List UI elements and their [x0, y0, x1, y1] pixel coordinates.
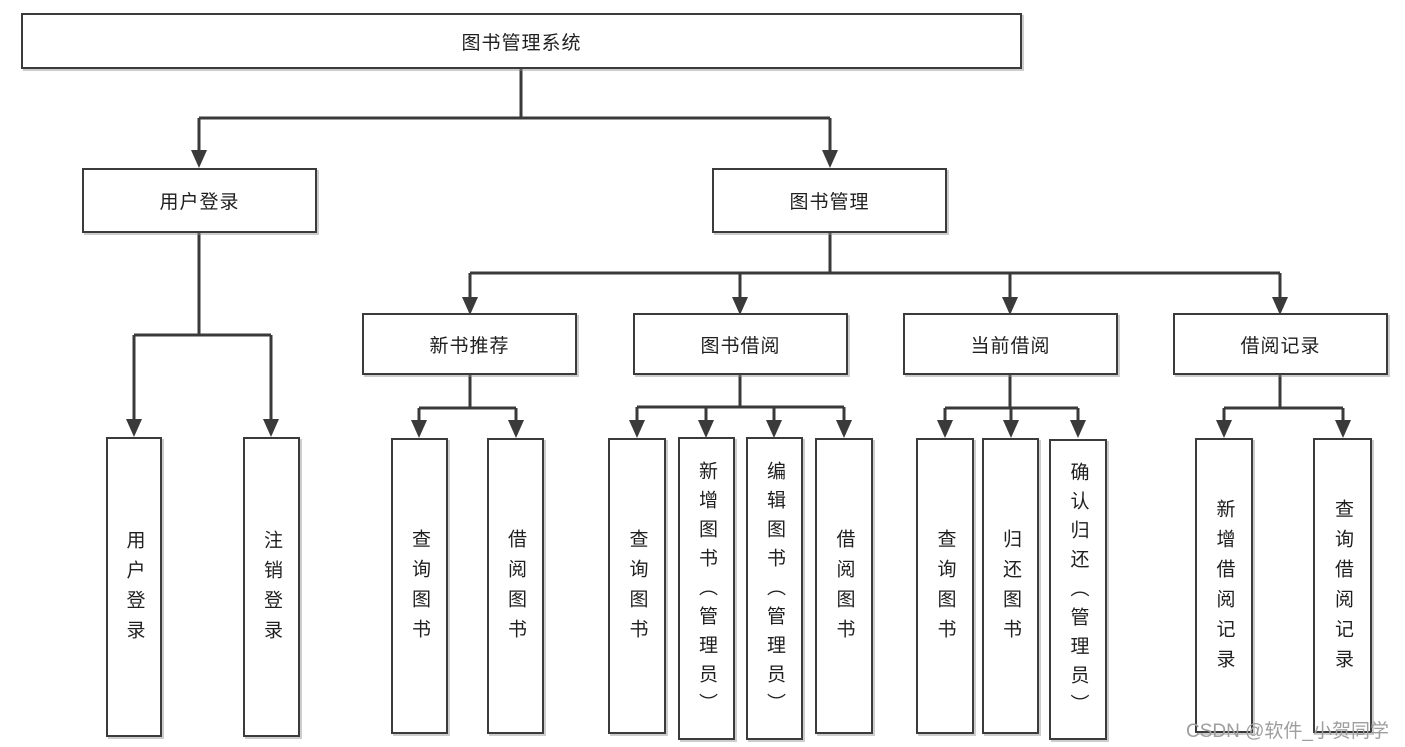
- node-leaf-user-login: 用户登录: [106, 437, 162, 737]
- connector-new-book-children: [417, 375, 518, 420]
- node-borrowing-records: 借阅记录: [1173, 313, 1388, 375]
- connector-book-management-children: [468, 233, 1282, 297]
- connector-root-to-level1: [197, 69, 832, 151]
- node-leaf-query-books-1: 查询图书: [391, 438, 448, 734]
- connector-current-borrow-children: [943, 375, 1080, 420]
- node-leaf-edit-book-admin: 编辑图书（管理员）: [746, 437, 803, 740]
- connector-user-login-children: [132, 233, 273, 419]
- node-new-book-recommendation: 新书推荐: [362, 313, 577, 375]
- node-root-library-management-system: 图书管理系统: [21, 13, 1022, 69]
- node-leaf-add-borrow-record: 新增借阅记录: [1195, 438, 1253, 733]
- node-leaf-logout: 注销登录: [243, 437, 300, 737]
- node-leaf-borrow-books-2: 借阅图书: [815, 438, 873, 734]
- node-leaf-query-books-2: 查询图书: [608, 438, 666, 734]
- node-leaf-borrow-books-1: 借阅图书: [487, 438, 544, 734]
- arrowhead-down-icons: [126, 150, 1351, 438]
- node-user-login-branch: 用户登录: [82, 168, 317, 233]
- node-book-borrowing: 图书借阅: [633, 313, 848, 375]
- connector-borrow-records-children: [1222, 375, 1345, 420]
- node-leaf-query-books-3: 查询图书: [916, 438, 974, 734]
- node-book-management-branch: 图书管理: [712, 168, 947, 233]
- csdn-watermark: CSDN @软件_小贺同学: [1186, 721, 1389, 742]
- node-current-borrowing: 当前借阅: [903, 313, 1118, 375]
- node-leaf-return-books: 归还图书: [982, 438, 1039, 734]
- connector-book-borrow-children: [635, 375, 846, 420]
- node-leaf-confirm-return-admin: 确认归还（管理员）: [1049, 439, 1107, 740]
- node-leaf-query-borrow-record: 查询借阅记录: [1313, 438, 1372, 733]
- node-leaf-add-book-admin: 新增图书（管理员）: [678, 437, 735, 740]
